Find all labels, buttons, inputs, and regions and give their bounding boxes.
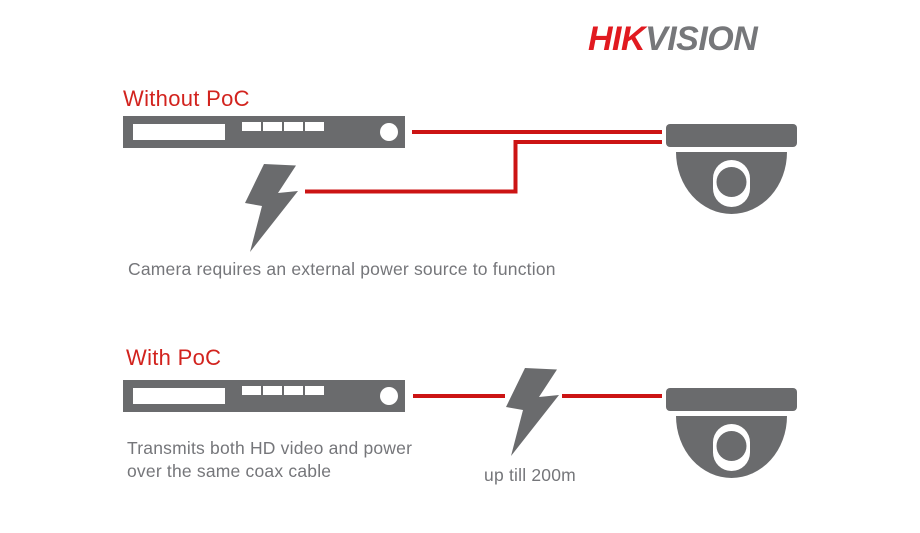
dvr-button: [242, 122, 261, 131]
hikvision-logo: HIKVISION: [588, 20, 758, 59]
dvr-button: [263, 122, 282, 131]
dvr-button: [284, 386, 303, 395]
dvr-knob: [380, 387, 398, 405]
dvr-button: [305, 386, 324, 395]
dvr-knob: [380, 123, 398, 141]
distance-label: up till 200m: [484, 465, 576, 485]
lightning-bolt-shape: [506, 368, 559, 456]
poc-caption-line1: Transmits both HD video and power: [127, 438, 413, 458]
with-poc-heading: With PoC: [126, 345, 222, 370]
dvr-recorder-without-poc-icon: [123, 116, 405, 148]
lightning-bolt-shape: [245, 164, 298, 252]
dvr-button: [242, 386, 261, 395]
dvr-button: [263, 386, 282, 395]
poc-caption-line2: over the same coax cable: [127, 460, 332, 481]
external-power-bolt-icon: [245, 164, 298, 252]
camera-mount-base: [666, 124, 797, 147]
dvr-display: [133, 388, 225, 404]
dvr-button: [284, 122, 303, 131]
camera-lens: [716, 167, 747, 197]
logo-vision-text: VISION: [645, 20, 758, 58]
poc-power-bolt-icon: [506, 368, 559, 456]
dome-camera-without-poc-icon: [666, 124, 797, 214]
external-power-caption: Camera requires an external power source…: [128, 259, 556, 279]
poc-caption: Transmits both HD video and power over t…: [127, 437, 412, 482]
without-poc-heading: Without PoC: [123, 86, 250, 111]
camera-lens: [716, 431, 747, 461]
power-cable-without-poc: [305, 140, 662, 194]
camera-mount-base: [666, 388, 797, 411]
dome-camera-with-poc-icon: [666, 388, 797, 478]
dvr-recorder-with-poc-icon: [123, 380, 405, 412]
dvr-display: [133, 124, 225, 140]
dvr-button: [305, 122, 324, 131]
logo-hik-text: HIK: [588, 20, 646, 58]
